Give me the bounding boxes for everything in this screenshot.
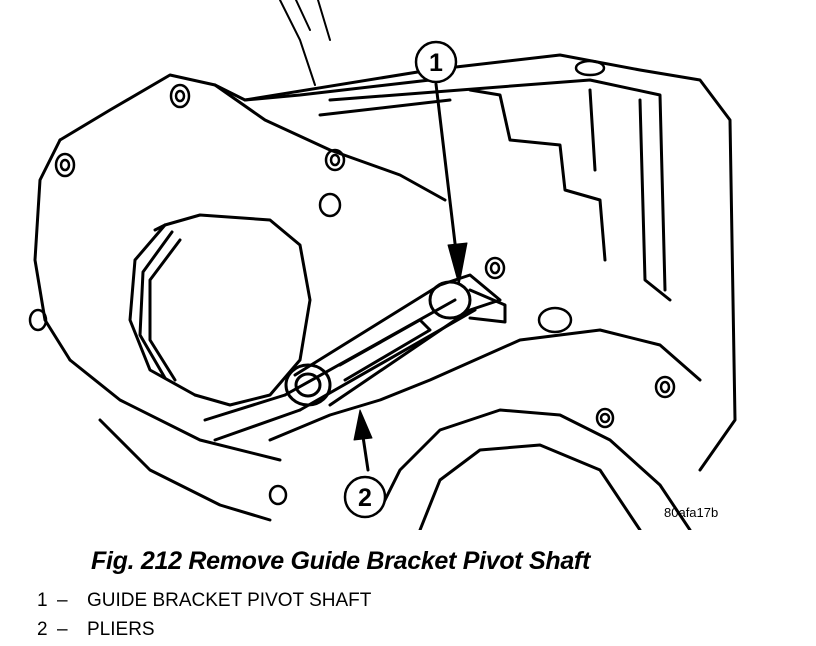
figure-image-code: 80afa17b	[664, 505, 719, 520]
legend-number: 1	[37, 590, 48, 611]
figure-caption: Fig. 212 Remove Guide Bracket Pivot Shaf…	[91, 547, 590, 575]
technical-illustration: 1 2 80afa17b	[28, 0, 737, 530]
bolt-holes	[28, 59, 676, 506]
leader-arrow-2	[353, 409, 373, 472]
legend-separator: –	[57, 590, 68, 611]
callout-2: 2	[343, 475, 387, 519]
transmission-case-drawing: 1 2	[28, 0, 737, 530]
callout-2-label: 2	[358, 484, 372, 512]
legend-item: 2–PLIERS	[37, 615, 371, 644]
callout-1: 1	[414, 40, 458, 84]
callout-1-label: 1	[429, 49, 443, 77]
legend-separator: –	[57, 619, 68, 640]
leader-arrow-1	[434, 82, 468, 286]
legend-label: GUIDE BRACKET PIVOT SHAFT	[87, 590, 372, 611]
legend-label: PLIERS	[87, 619, 155, 640]
legend-item: 1–GUIDE BRACKET PIVOT SHAFT	[37, 586, 371, 615]
legend-number: 2	[37, 619, 48, 640]
figure-legend: 1–GUIDE BRACKET PIVOT SHAFT 2–PLIERS	[37, 586, 371, 644]
pliers-tool	[203, 273, 507, 442]
